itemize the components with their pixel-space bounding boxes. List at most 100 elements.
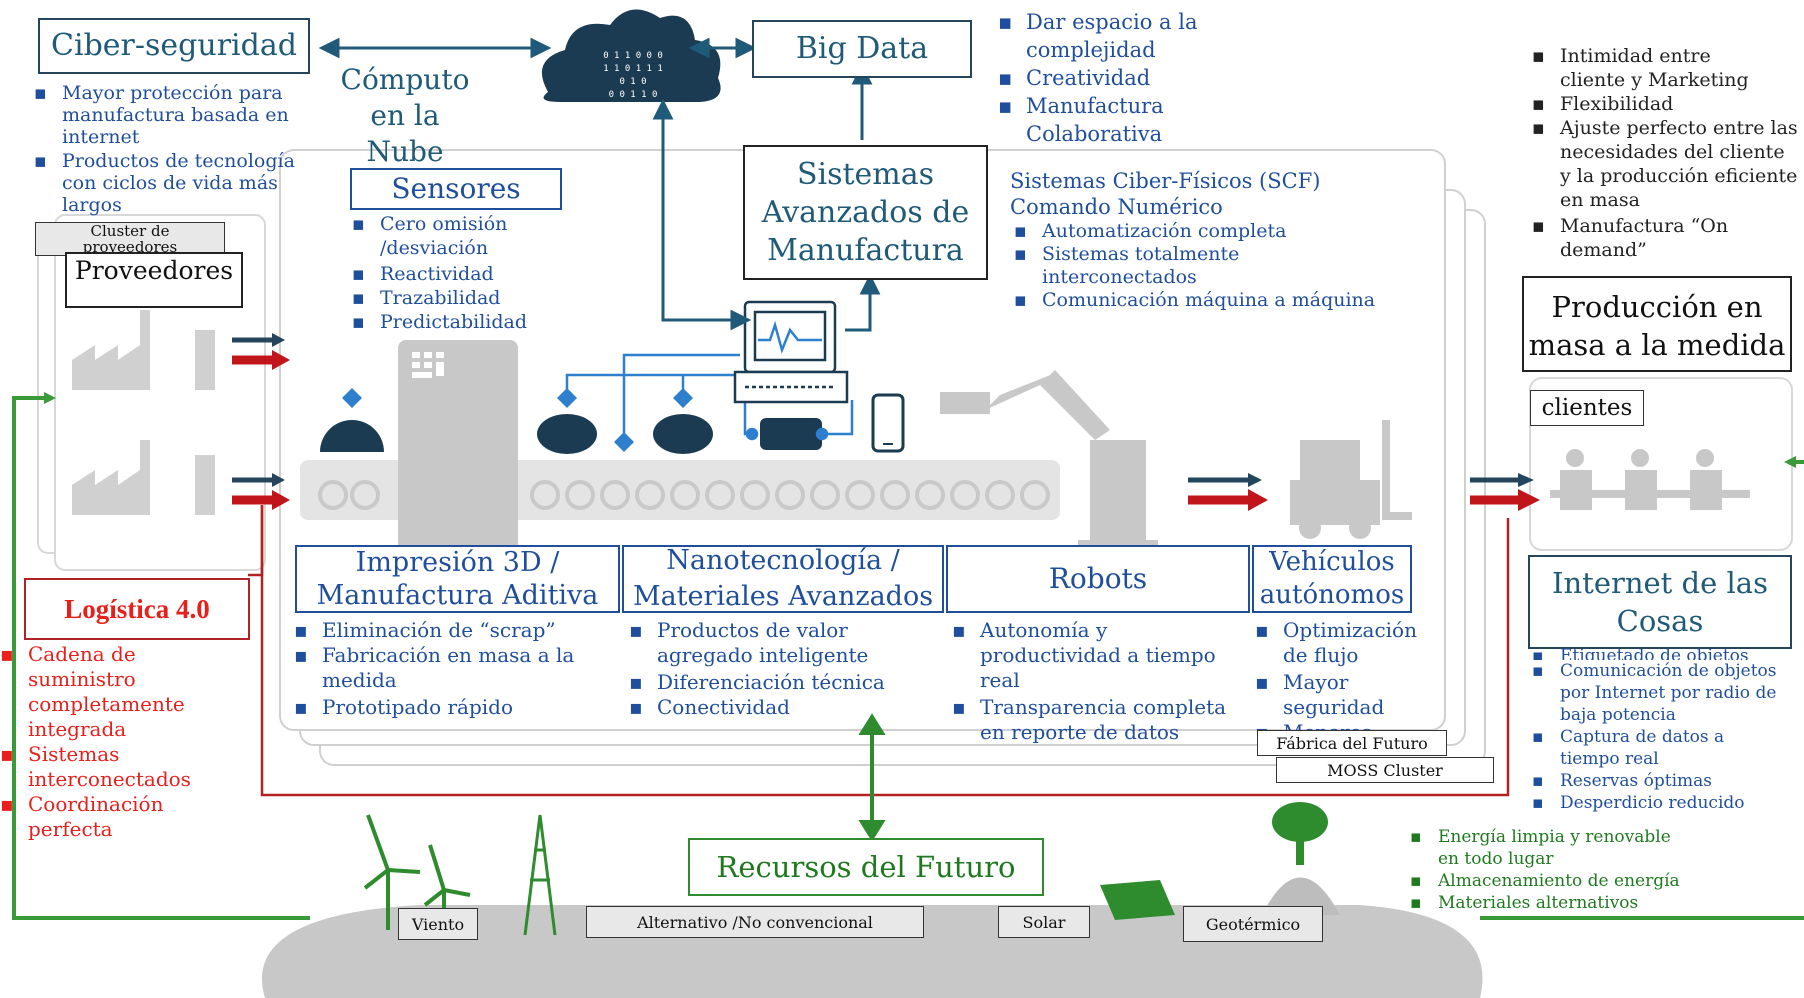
big-data-bullet: Manufactura Colaborativa [998, 92, 1218, 148]
iot-bullet: Desperdicio reducido [1532, 792, 1798, 814]
scf-subtitle: Comando Numérico [1010, 195, 1223, 219]
big-data-bullet: Creatividad [998, 64, 1218, 92]
binary-line: 0 1 1 0 0 0 [603, 51, 663, 61]
cloud-arrows [318, 37, 881, 332]
robots-bullet: Autonomía y productividad a tiempo real [952, 618, 1252, 693]
ciber-bullets: Mayor protección para manufactura basada… [34, 82, 314, 216]
customer-benefits-bullets: Intimidad entre cliente y Marketing Flex… [1532, 44, 1798, 262]
big-data-bullet: Dar espacio a la complejidad [998, 8, 1218, 64]
nano-bullet: Diferenciación técnica [629, 670, 929, 695]
iot-bullet: Reservas óptimas [1532, 770, 1798, 792]
scf-title: Sistemas Ciber-Físicos (SCF) [1010, 169, 1321, 193]
vehiculos-bullet: Optimización de flujo [1255, 618, 1433, 668]
vehiculos-box: Vehículos autónomos [1252, 545, 1412, 613]
customer-benefit: Intimidad entre cliente y Marketing [1532, 44, 1770, 92]
sensor-objects [320, 414, 822, 454]
logistica-box: Logística 4.0 [24, 578, 250, 640]
logistica-bullet: Sistemas interconectados [0, 742, 268, 792]
viento-tag: Viento [398, 908, 478, 940]
scf-bullets: Automatización completa Sistemas totalme… [1014, 220, 1430, 312]
logistica-bullet: Coordinación perfecta [0, 792, 188, 842]
geothermal-icon [1262, 802, 1340, 915]
cloud-label: Cómputo en la Nube [340, 63, 470, 168]
recursos-bullet: Almacenamiento de energía [1410, 870, 1740, 892]
customer-benefit: Ajuste perfecto entre las necesidades de… [1532, 116, 1798, 212]
customer-arrows [1470, 473, 1540, 511]
logistica-bullets: Cadena de suministro completamente integ… [0, 642, 268, 842]
moss-cluster-tag: MOSS Cluster [1276, 757, 1494, 783]
vehiculos-bullet: Mayor seguridad [1255, 670, 1423, 720]
iot-bullet: Comunicación de objetos por Internet por… [1532, 660, 1798, 726]
scf-bullet: Automatización completa [1014, 220, 1430, 243]
factory-icons [72, 310, 215, 515]
sensores-bullets: Cero omisión /desviación Reactividad Tra… [352, 212, 552, 334]
impresion-3d-box: Impresión 3D / Manufactura Aditiva [295, 545, 620, 613]
produccion-masa-box: Producción en masa a la medida [1522, 276, 1792, 372]
impresion-bullet: Eliminación de “scrap” [294, 618, 594, 643]
iot-bullet: Etiquetado de objetos [1532, 645, 1798, 660]
sensores-bullet: Trazabilidad [352, 286, 552, 310]
internet-cosas-box: Internet de las Cosas [1528, 555, 1792, 649]
fabrica-futuro-tag: Fábrica del Futuro [1257, 730, 1447, 756]
sensores-bullet: Cero omisión /desviación [352, 212, 552, 260]
ciber-seguridad-box: Ciber-seguridad [38, 18, 310, 74]
geotermico-tag: Geotérmico [1183, 906, 1323, 942]
proveedores-box: Proveedores [65, 252, 243, 308]
vehiculos-bullet: Menores costos [1255, 720, 1435, 733]
impresion-bullets: Eliminación de “scrap” Fabricación en ma… [294, 618, 594, 720]
people-icons [1550, 449, 1750, 510]
cloud-binary: 0 1 1 0 0 0 1 1 0 1 1 1 0 1 0 0 0 1 1 0 … [578, 50, 688, 115]
sistemas-avanzados-box: Sistemas Avanzados de Manufactura [743, 145, 988, 280]
machine-tower [398, 340, 518, 555]
nanotecnologia-box: Nanotecnología / Materiales Avanzados [622, 545, 944, 613]
binary-line: 0 1 0 [619, 77, 647, 87]
ciber-bullet: Mayor protección para manufactura basada… [34, 82, 314, 148]
recursos-arrow [858, 713, 886, 842]
cluster-proveedores-tag: Cluster de proveedores [35, 222, 225, 256]
scf-bullet: Comunicación máquina a máquina [1014, 289, 1430, 312]
red-logistics-loop [260, 505, 1510, 797]
recursos-bullet: Energía limpia y renovable en todo lugar [1410, 826, 1688, 870]
scf-bullet: Sistemas totalmente interconectados [1014, 243, 1282, 289]
cloud-icon [541, 9, 721, 102]
robots-bullet: Transparencia completa en reporte de dat… [952, 695, 1252, 745]
alternativo-tag: Alternativo /No convencional [586, 906, 924, 938]
nano-bullet: Productos de valor agregado inteligente [629, 618, 929, 668]
sensores-bullet: Reactividad [352, 262, 552, 286]
impresion-bullet: Fabricación en masa a la medida [294, 643, 594, 693]
binary-line: 0 0 1 1 0 [608, 90, 658, 100]
binary-line: 1 1 0 1 1 1 [603, 64, 663, 74]
iot-bullets: Etiquetado de objetos Comunicación de ob… [1532, 645, 1798, 814]
big-data-box: Big Data [752, 20, 972, 78]
forklift-icon [1290, 420, 1412, 539]
network-lines [565, 353, 854, 442]
sensores-bullet: Predictabilidad [352, 310, 552, 334]
impresion-bullet: Prototipado rápido [294, 695, 594, 720]
logistica-bullet: Cadena de suministro completamente integ… [0, 642, 218, 742]
scf-block: Sistemas Ciber-Físicos (SCF) Comando Num… [1010, 168, 1430, 312]
customer-benefit: Manufactura “On demand” [1532, 214, 1770, 262]
clientes-tag: clientes [1530, 390, 1644, 426]
nano-bullets: Productos de valor agregado inteligente … [629, 618, 929, 720]
iot-bullet: Captura de datos a tiempo real [1532, 726, 1760, 770]
supplier-arrows [232, 333, 290, 510]
solar-panel-icon [1100, 880, 1175, 920]
recursos-futuro-box: Recursos del Futuro [688, 838, 1044, 896]
wind-turbines [363, 814, 471, 935]
ground-ellipse [261, 905, 1483, 998]
robots-box: Robots [946, 545, 1250, 613]
customer-benefit: Flexibilidad [1532, 92, 1798, 116]
middle-arrows [1188, 473, 1268, 511]
oil-rig-icon [523, 814, 557, 936]
binary-line: 1 0 0 1 [614, 103, 652, 113]
computer-terminal [733, 300, 849, 404]
vehiculos-bullets: Optimización de flujo Mayor seguridad Me… [1255, 618, 1435, 733]
ciber-bullet: Productos de tecnología con ciclos de vi… [34, 150, 314, 216]
sensores-box: Sensores [350, 168, 562, 210]
solar-tag: Solar [998, 906, 1090, 938]
big-data-bullets: Dar espacio a la complejidad Creatividad… [998, 8, 1218, 148]
phone-icon [871, 393, 905, 453]
recursos-bullets: Energía limpia y renovable en todo lugar… [1410, 826, 1740, 914]
recursos-bullet: Materiales alternativos [1410, 892, 1740, 914]
nano-bullet: Conectividad [629, 695, 929, 720]
